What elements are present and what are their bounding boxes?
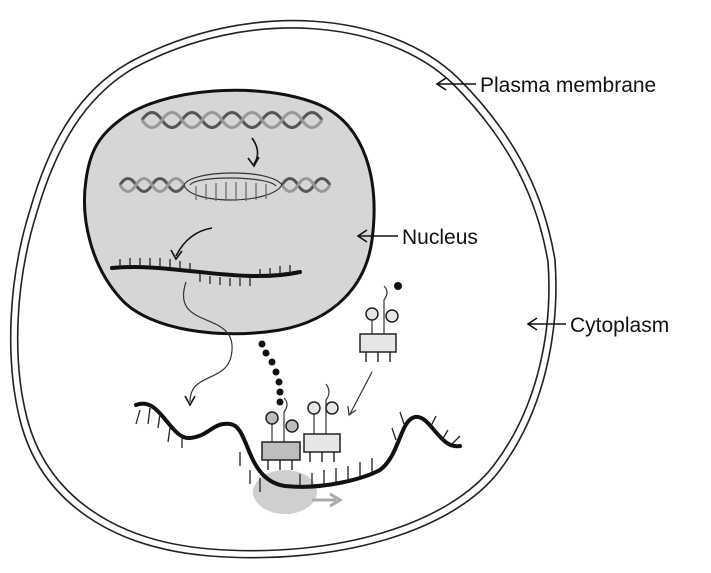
mrna-export-arrow-head — [184, 395, 196, 407]
trna-free — [359, 282, 402, 362]
mrna-in-nucleus — [110, 258, 302, 286]
plasma-membrane-label: Plasma membrane — [480, 74, 656, 97]
trna-entering — [303, 383, 341, 462]
trna-bound — [261, 397, 301, 470]
plasma-membrane-pointer — [435, 77, 476, 91]
dna-transcription-bubble — [118, 172, 332, 201]
mrna-release-arrow-head — [170, 249, 183, 261]
cytoplasm-label: Cytoplasm — [570, 314, 669, 337]
mrna-export-path — [183, 281, 233, 403]
dna-helix-top — [140, 111, 324, 129]
transcription-arrow-head — [247, 156, 260, 168]
polypeptide-chain — [258, 340, 284, 406]
mrna-in-cytoplasm — [134, 401, 462, 492]
transcription-arrow — [251, 137, 259, 165]
mrna-release-arrow — [175, 227, 213, 257]
nucleus-pointer — [356, 229, 398, 243]
cytoplasm-pointer — [526, 317, 566, 331]
trna-arrow — [349, 371, 373, 415]
nucleus-label: Nucleus — [402, 226, 478, 249]
plasma-membrane — [9, 19, 557, 559]
